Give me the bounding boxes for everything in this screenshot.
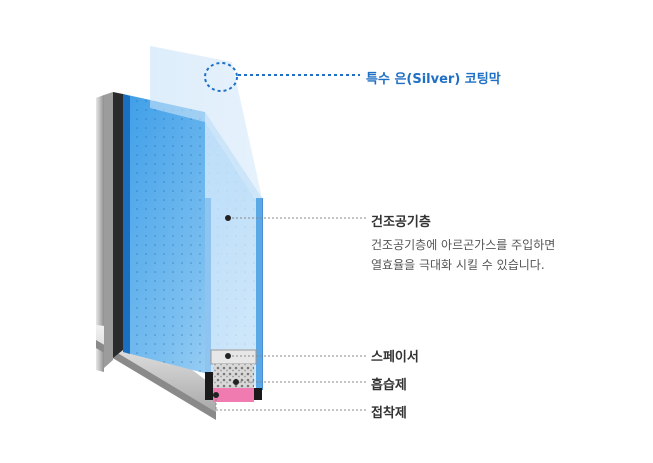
black-seal-left <box>205 372 213 400</box>
air-gap-label: 건조공기층 <box>371 215 431 230</box>
spacer-label: 스페이서 <box>371 350 419 365</box>
black-seal-right <box>254 388 262 400</box>
coating-highlight-circle <box>204 62 238 92</box>
sealant-strip <box>213 388 254 402</box>
sealant-dot <box>213 392 219 398</box>
leader-lines <box>215 74 366 411</box>
spacer-dot <box>225 353 231 359</box>
glass-edge-right <box>256 198 262 388</box>
desiccant-label: 흡습제 <box>371 378 407 393</box>
desiccant-fill <box>213 364 254 388</box>
air-gap-description-line1: 건조공기층에 아르곤가스를 주입하면 <box>371 238 556 252</box>
air-gap-description-line2: 열효율을 극대화 시킬 수 있습니다. <box>371 258 545 272</box>
bottom-seal-assembly <box>205 349 262 402</box>
air-gap-dot <box>225 215 231 221</box>
spacer-bar <box>210 349 257 365</box>
frame-inner-edge <box>113 92 123 358</box>
glass-edge-left <box>205 198 211 372</box>
sealant-label: 접착제 <box>371 406 407 421</box>
desiccant-dot <box>233 379 239 385</box>
coating-label: 특수 은(Silver) 코팅막 <box>366 72 501 87</box>
